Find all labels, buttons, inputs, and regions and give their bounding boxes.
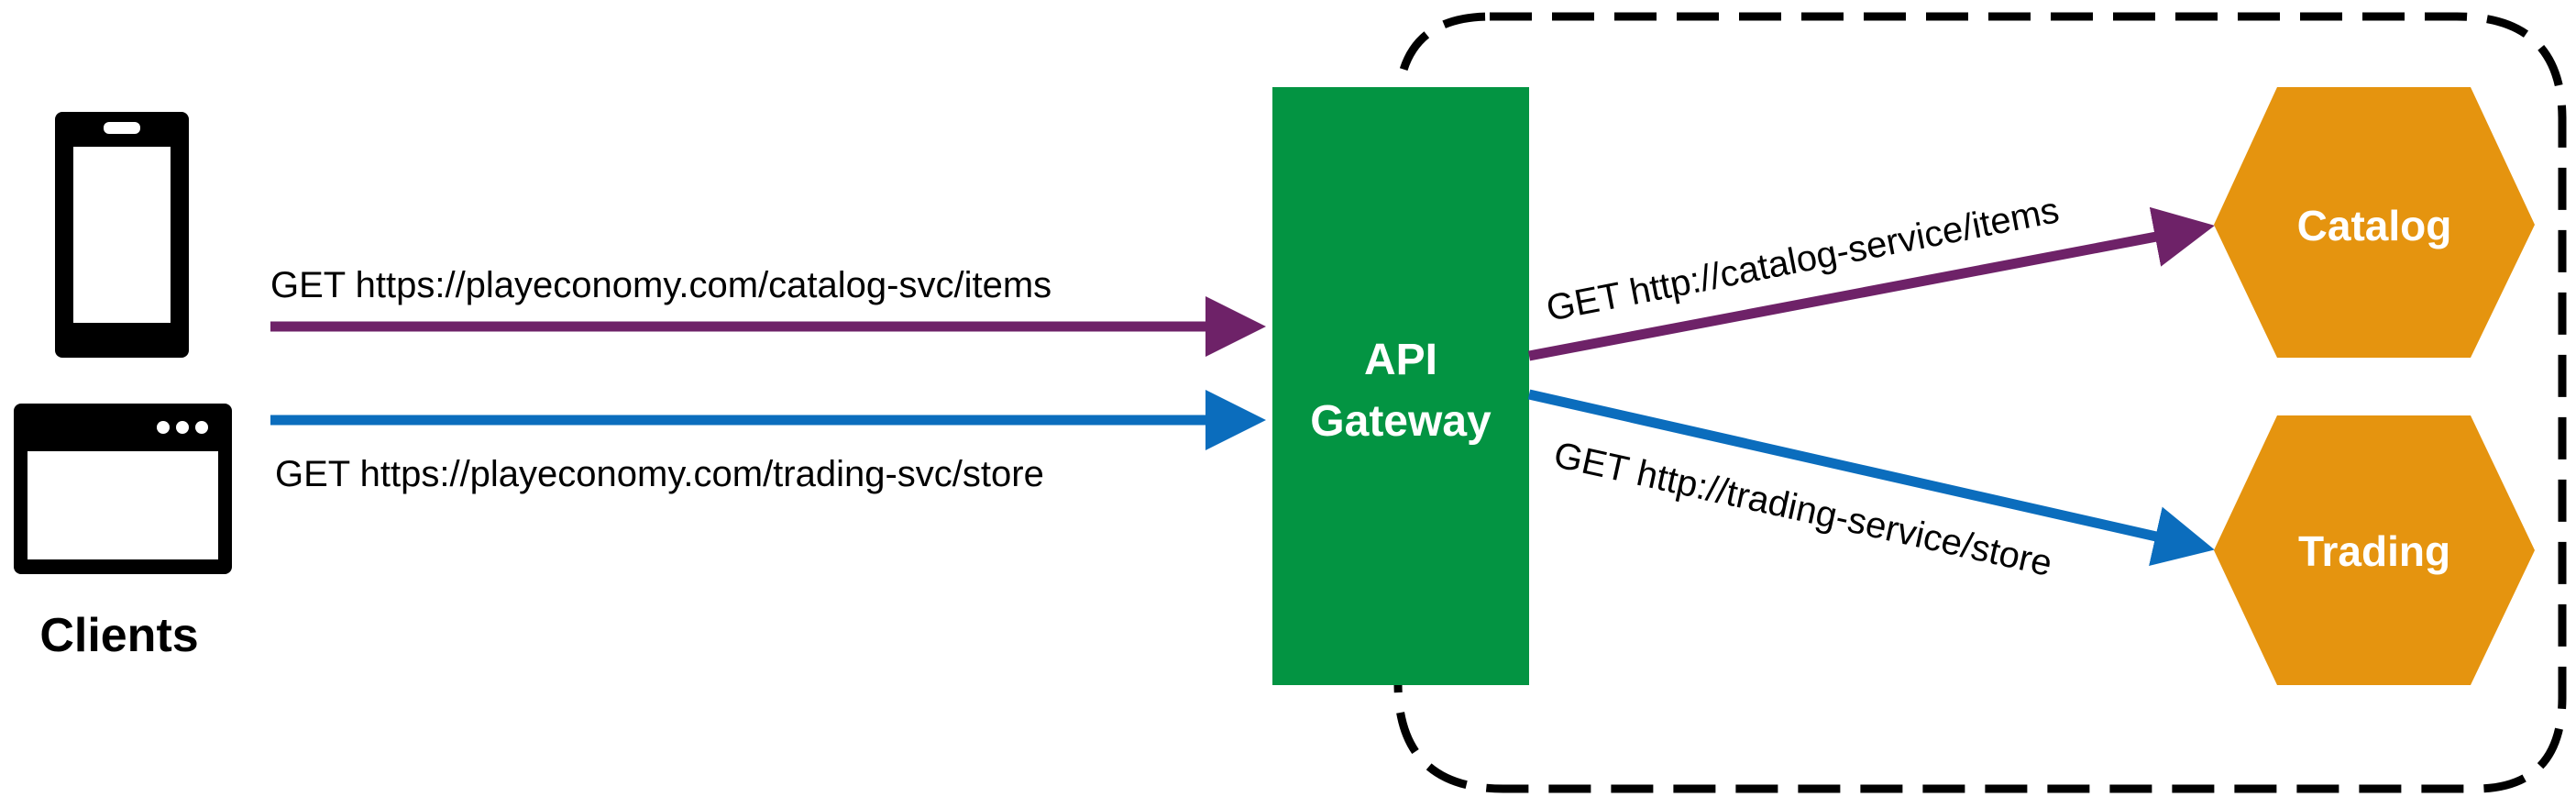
- catalog-service-hexagon: [2214, 87, 2535, 358]
- client-catalog-request-label: GET https://playeconomy.com/catalog-svc/…: [270, 265, 1051, 305]
- mobile-phone-icon: [55, 112, 189, 358]
- backend-boundary: [1393, 12, 2567, 793]
- api-gateway-box: [1272, 87, 1529, 685]
- catalog-service-label: Catalog: [2297, 202, 2452, 249]
- browser-window-icon: [14, 404, 232, 574]
- api-gateway-label-line2: Gateway: [1310, 397, 1492, 446]
- trading-service-label: Trading: [2298, 527, 2450, 575]
- clients-label: Clients: [39, 609, 198, 662]
- gateway-catalog-arrow: [1527, 206, 2215, 361]
- client-trading-request-label: GET https://playeconomy.com/trading-svc/…: [275, 454, 1044, 494]
- trading-service-hexagon: [2214, 415, 2535, 685]
- api-gateway-label-line1: API: [1364, 336, 1437, 384]
- gateway-trading-arrow: [1527, 389, 2215, 567]
